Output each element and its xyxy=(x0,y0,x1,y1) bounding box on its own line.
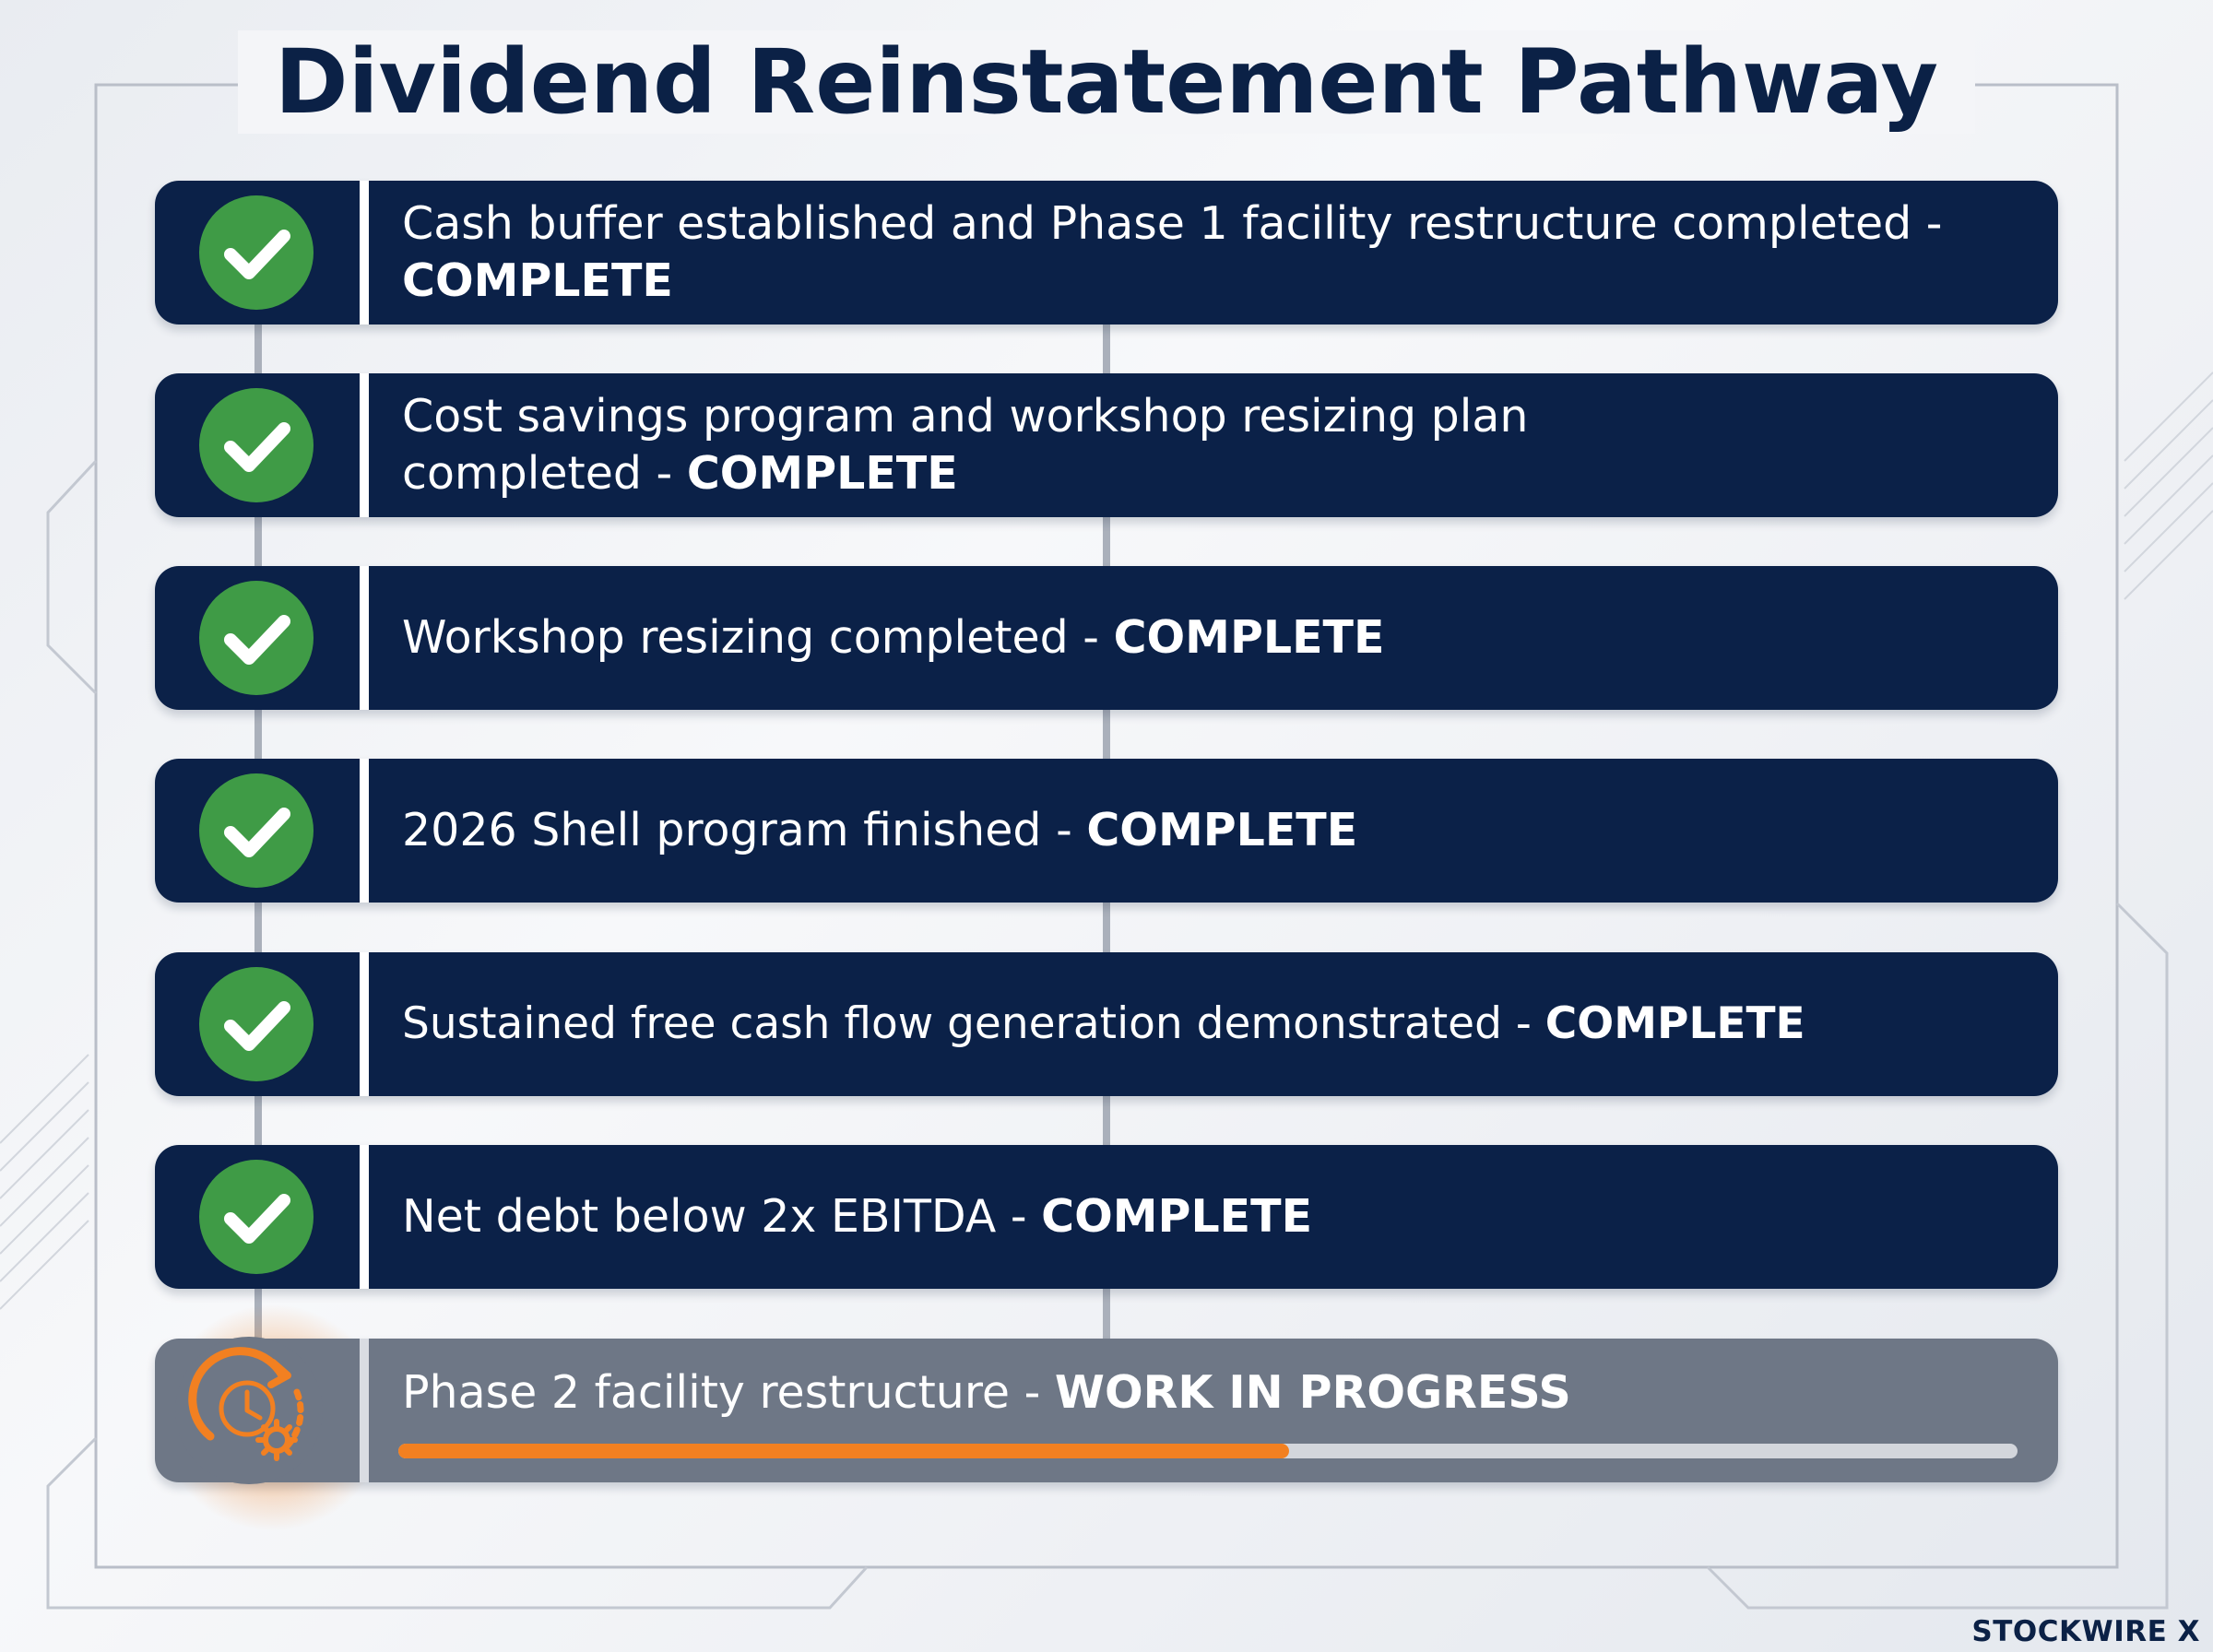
milestone-text: Cash buffer established and Phase 1 faci… xyxy=(402,197,1943,250)
milestone-row-4: 2026 Shell program finished - COMPLETE xyxy=(155,759,2058,903)
clock-gear-icon xyxy=(173,1335,325,1486)
check-circle-icon xyxy=(199,388,314,502)
page-title-text: Dividend Reinstatement Pathway xyxy=(237,30,1976,134)
row-divider xyxy=(360,759,369,903)
milestone-text: Sustained free cash flow generation demo… xyxy=(402,998,1532,1049)
milestone-row-3: Workshop resizing completed - COMPLETE xyxy=(155,566,2058,710)
milestone-label: Cost savings program and workshop resizi… xyxy=(402,373,2021,517)
milestone-status: COMPLETE xyxy=(1086,804,1358,856)
milestone-text: Workshop resizing completed - xyxy=(402,611,1099,664)
milestone-row-1: Cash buffer established and Phase 1 faci… xyxy=(155,181,2058,324)
milestone-status: WORK IN PROGRESS xyxy=(1054,1366,1571,1419)
milestone-label: Cash buffer established and Phase 1 faci… xyxy=(402,181,2021,324)
row-divider xyxy=(360,1145,369,1289)
page-title: Dividend Reinstatement Pathway xyxy=(0,30,2213,134)
milestone-row-5: Sustained free cash flow generation demo… xyxy=(155,952,2058,1096)
milestone-status: COMPLETE xyxy=(1113,611,1385,664)
milestone-label: Sustained free cash flow generation demo… xyxy=(402,952,2021,1096)
milestone-text: Phase 2 facility restructure - xyxy=(402,1366,1041,1419)
milestone-status: COMPLETE xyxy=(1041,1190,1313,1243)
milestone-label: Net debt below 2x EBITDA - COMPLETE xyxy=(402,1145,2021,1289)
check-circle-icon xyxy=(199,773,314,888)
milestone-label: Workshop resizing completed - COMPLETE xyxy=(402,566,2021,710)
check-circle-icon xyxy=(199,1160,314,1274)
brand-logo: STOCKWIRE X xyxy=(1971,1615,2200,1648)
milestone-label: Phase 2 facility restructure - WORK IN P… xyxy=(402,1364,2021,1422)
progress-bar-fill xyxy=(398,1444,1289,1458)
milestone-row-2: Cost savings program and workshop resizi… xyxy=(155,373,2058,517)
progress-bar-track xyxy=(398,1444,2018,1458)
milestone-row-6: Net debt below 2x EBITDA - COMPLETE xyxy=(155,1145,2058,1289)
row-divider xyxy=(360,373,369,517)
row-divider xyxy=(360,566,369,710)
milestone-status: COMPLETE xyxy=(1544,998,1805,1049)
milestone-text: 2026 Shell program finished - xyxy=(402,804,1072,856)
check-circle-icon xyxy=(199,195,314,310)
row-divider xyxy=(360,181,369,324)
milestone-status: COMPLETE xyxy=(402,254,673,307)
milestone-text: Cost savings program and workshop resizi… xyxy=(402,390,1529,500)
check-circle-icon xyxy=(199,581,314,695)
milestone-row-7: Phase 2 facility restructure - WORK IN P… xyxy=(155,1337,2058,1484)
milestone-text: Net debt below 2x EBITDA - xyxy=(402,1190,1027,1243)
row-divider xyxy=(360,1339,369,1482)
check-circle-icon xyxy=(199,967,314,1081)
row-divider xyxy=(360,952,369,1096)
milestone-label: 2026 Shell program finished - COMPLETE xyxy=(402,759,2021,903)
milestone-status: COMPLETE xyxy=(686,447,958,500)
